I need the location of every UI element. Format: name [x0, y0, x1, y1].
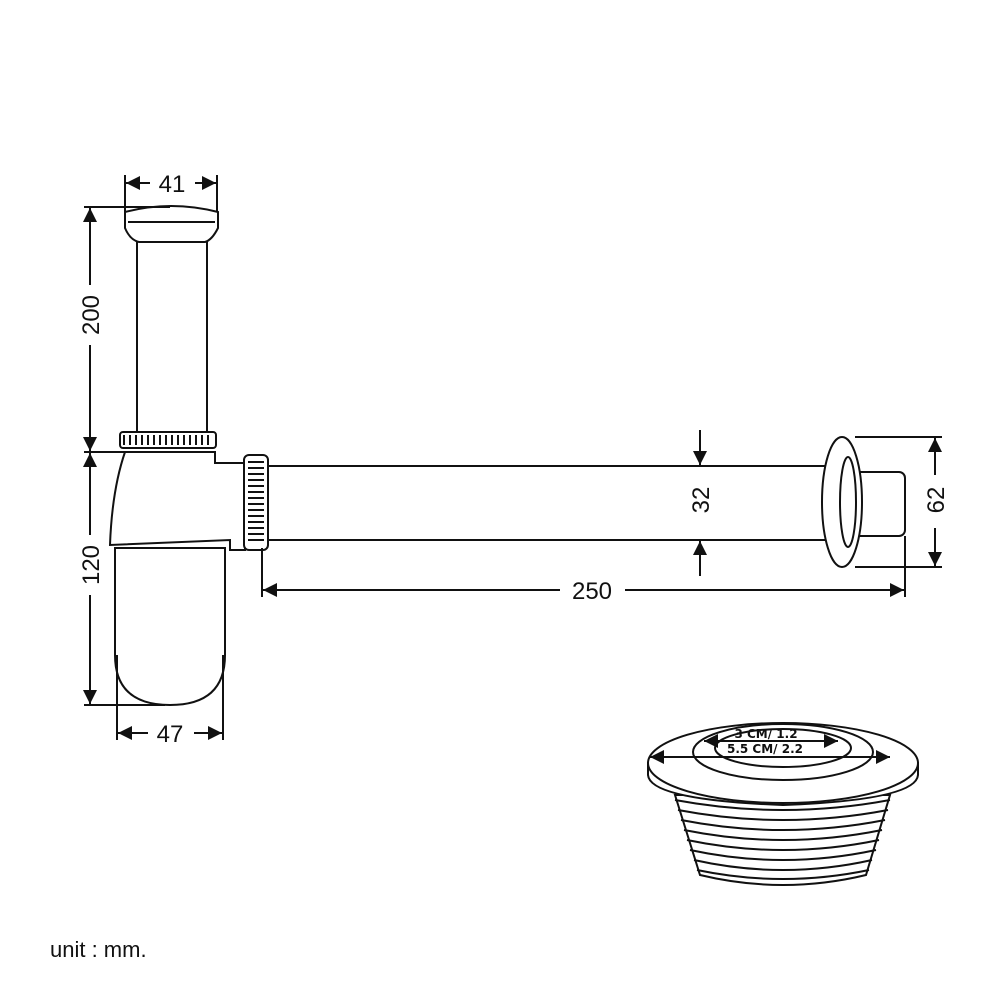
drain-inner-label: 3 CM/ 1.2 — [734, 727, 797, 741]
dim-120: 120 — [78, 453, 165, 706]
dim-label-41: 41 — [159, 171, 186, 198]
dim-label-120: 120 — [78, 545, 105, 585]
dim-200: 200 — [78, 206, 170, 453]
dim-label-32: 32 — [688, 487, 715, 514]
dim-label-250: 250 — [572, 578, 612, 605]
dim-41: 41 — [124, 171, 218, 212]
dim-62: 62 — [855, 436, 950, 568]
unit-label: unit : mm. — [50, 937, 147, 962]
drain-outer-label: 5.5 CM/ 2.2 — [727, 742, 803, 756]
horizontal-pipe — [243, 436, 906, 568]
dim-32: 32 — [688, 430, 715, 576]
vertical-tube — [124, 205, 219, 433]
dim-250: 250 — [261, 536, 906, 605]
bottle-trap — [108, 431, 246, 707]
dim-label-62: 62 — [923, 487, 950, 514]
dim-label-47: 47 — [157, 721, 184, 748]
dim-47: 47 — [116, 655, 224, 748]
dim-label-200: 200 — [78, 295, 105, 335]
drain-fitting: 3 CM/ 1.2 5.5 CM/ 2.2 — [647, 722, 919, 886]
nut-knurling — [123, 435, 209, 445]
